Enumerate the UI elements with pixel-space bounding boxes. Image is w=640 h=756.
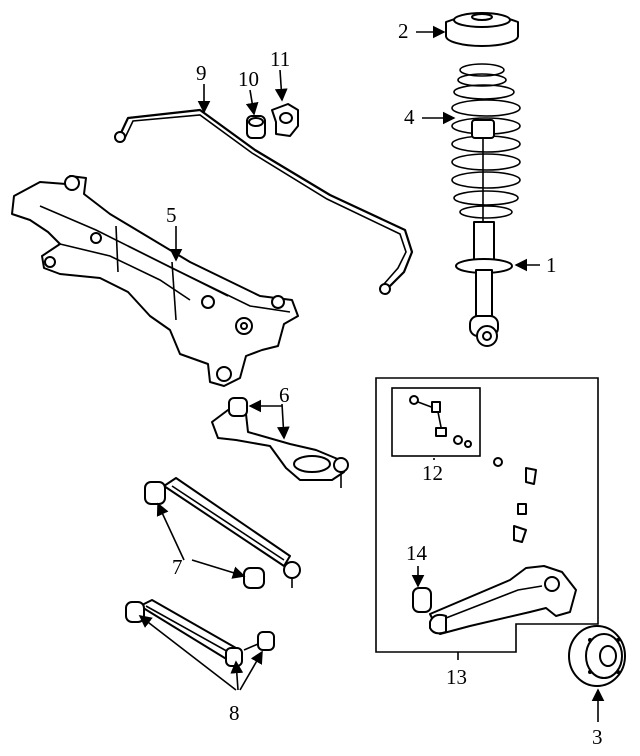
strut-mount-part	[445, 12, 519, 47]
lower-arm-part	[144, 477, 301, 589]
callout-9: 9	[196, 61, 207, 85]
callout-5: 5	[166, 203, 177, 227]
coil-spring-part	[451, 63, 521, 222]
callout-1: 1	[546, 253, 557, 277]
stabilizer-bracket-part	[271, 103, 299, 137]
callout-12: 12	[422, 461, 443, 485]
hub-bearing-part	[568, 625, 626, 687]
callout-8: 8	[229, 701, 240, 725]
callout-11: 11	[270, 47, 290, 71]
callout-2: 2	[398, 19, 409, 43]
hardware-part	[493, 457, 537, 543]
callout-3: 3	[592, 725, 603, 749]
trailing-arm-part	[125, 599, 275, 667]
stabilizer-bar-part	[114, 108, 414, 295]
callout-4: 4	[404, 105, 415, 129]
leader-lines	[138, 25, 605, 722]
stabilizer-link-inset	[391, 387, 481, 457]
knuckle-part	[412, 565, 577, 635]
knuckle-assembly-box	[375, 377, 599, 653]
callout-14: 14	[406, 541, 428, 565]
crossmember-part	[11, 175, 299, 387]
upper-control-arm-part	[211, 397, 349, 488]
callout-7: 7	[172, 555, 183, 579]
callout-13: 13	[446, 665, 467, 689]
callout-10: 10	[238, 67, 259, 91]
callout-6: 6	[279, 383, 290, 407]
shock-absorber-part	[455, 221, 513, 347]
stabilizer-bushing-part	[246, 115, 266, 139]
